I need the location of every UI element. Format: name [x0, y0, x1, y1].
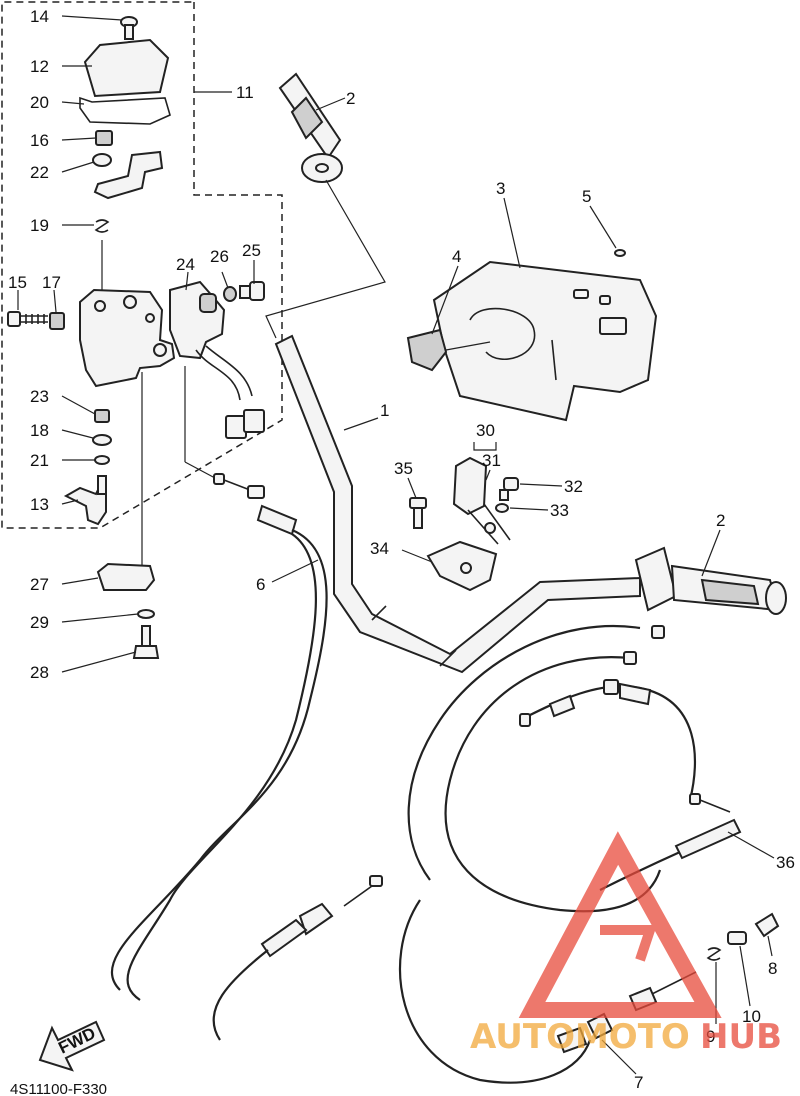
callout-1: 1	[380, 401, 389, 420]
part-16-nut	[95, 130, 113, 146]
callout-17: 17	[42, 273, 61, 292]
part-10-pin	[727, 931, 747, 945]
callout-4: 4	[452, 247, 461, 266]
callout-28: 28	[30, 663, 49, 682]
part-28-bolt	[132, 625, 160, 659]
callout-16: 16	[30, 131, 49, 150]
callout-leaders	[17, 15, 775, 1075]
callout-12: 12	[30, 57, 49, 76]
callout-7: 7	[634, 1073, 643, 1092]
subassembly-boundary	[1, 1, 283, 529]
grip-leader-left	[265, 179, 386, 339]
callout-20: 20	[30, 93, 49, 112]
part-15-bolt	[7, 311, 48, 327]
part-23-nut	[94, 409, 110, 423]
callout-33: 33	[550, 501, 569, 520]
automotohub-logo: AUTOMOTO HUB	[470, 831, 782, 1057]
part-3-cover	[432, 260, 658, 422]
fwd-arrow: FWD	[38, 1020, 106, 1072]
part-17-nut	[49, 312, 65, 330]
part-27-bracket	[96, 562, 156, 591]
lens-leader	[445, 341, 491, 351]
callout-22: 22	[30, 163, 49, 182]
housing-cable-leader	[184, 461, 216, 479]
logo-inner	[600, 925, 657, 962]
cable-loops	[398, 624, 697, 1084]
logo-triangle	[518, 831, 722, 1018]
callout-8: 8	[768, 959, 777, 978]
callout-21: 21	[30, 451, 49, 470]
callout-25: 25	[242, 241, 261, 260]
callout-35: 35	[394, 459, 413, 478]
callout-27: 27	[30, 575, 49, 594]
part-4-lens	[406, 328, 448, 372]
part-6-cable	[111, 473, 383, 1041]
callout-11: 11	[236, 83, 254, 102]
callout-23: 23	[30, 387, 49, 406]
callout-30: 30	[476, 421, 495, 440]
part-12-cover	[83, 38, 170, 98]
part-21-washer	[94, 455, 110, 465]
bracket-30	[473, 442, 497, 451]
part-22-lever	[92, 150, 164, 200]
part-18-washer	[92, 434, 112, 446]
callout-6: 6	[256, 575, 265, 594]
callout-2-left: 2	[346, 89, 355, 108]
callout-32: 32	[564, 477, 583, 496]
callout-24: 24	[176, 255, 195, 274]
part-24-switch	[169, 280, 265, 439]
callout-15: 15	[8, 273, 27, 292]
callout-5: 5	[582, 187, 591, 206]
callout-31: 31	[482, 451, 501, 470]
callout-13: 13	[30, 495, 49, 514]
part-8-clip	[754, 912, 780, 938]
callout-14: 14	[30, 7, 49, 26]
callout-10: 10	[742, 1007, 761, 1026]
part-14-screw	[120, 16, 138, 40]
part-34-bracket	[426, 540, 498, 592]
callout-36: 36	[776, 853, 795, 872]
callout-18: 18	[30, 421, 49, 440]
part-5-clip	[614, 249, 626, 257]
part-35-bolt	[409, 497, 427, 529]
part-19-spring	[94, 219, 110, 296]
throttle-housing	[79, 288, 176, 388]
callout-3: 3	[496, 179, 505, 198]
drawing-code: 4S11100-F330	[10, 1081, 107, 1096]
part-13-lever	[63, 475, 107, 526]
part-26-washer	[223, 286, 237, 302]
callout-labels: 14 12 20 16 22 19 15 17 23 18 21 13 27 2…	[8, 7, 795, 1092]
part-2-left-grip	[278, 72, 343, 183]
part-30-switch	[452, 456, 511, 545]
logo-text-part2: HUB	[700, 1017, 782, 1057]
part-1-handlebar	[274, 334, 641, 674]
part-2-right-grip	[634, 546, 787, 615]
callout-29: 29	[30, 613, 49, 632]
part-20-gasket	[79, 96, 171, 125]
callout-26: 26	[210, 247, 229, 266]
callout-19: 19	[30, 216, 49, 235]
part-25-screw	[239, 281, 265, 301]
part-32-screw	[499, 477, 519, 501]
logo-text-part1: AUTOMOTO	[470, 1017, 690, 1057]
callout-34: 34	[370, 539, 389, 558]
callout-9: 9	[706, 1027, 715, 1046]
part-29-washer	[137, 609, 155, 619]
part-33-washer	[495, 503, 509, 513]
callout-2-right: 2	[716, 511, 725, 530]
